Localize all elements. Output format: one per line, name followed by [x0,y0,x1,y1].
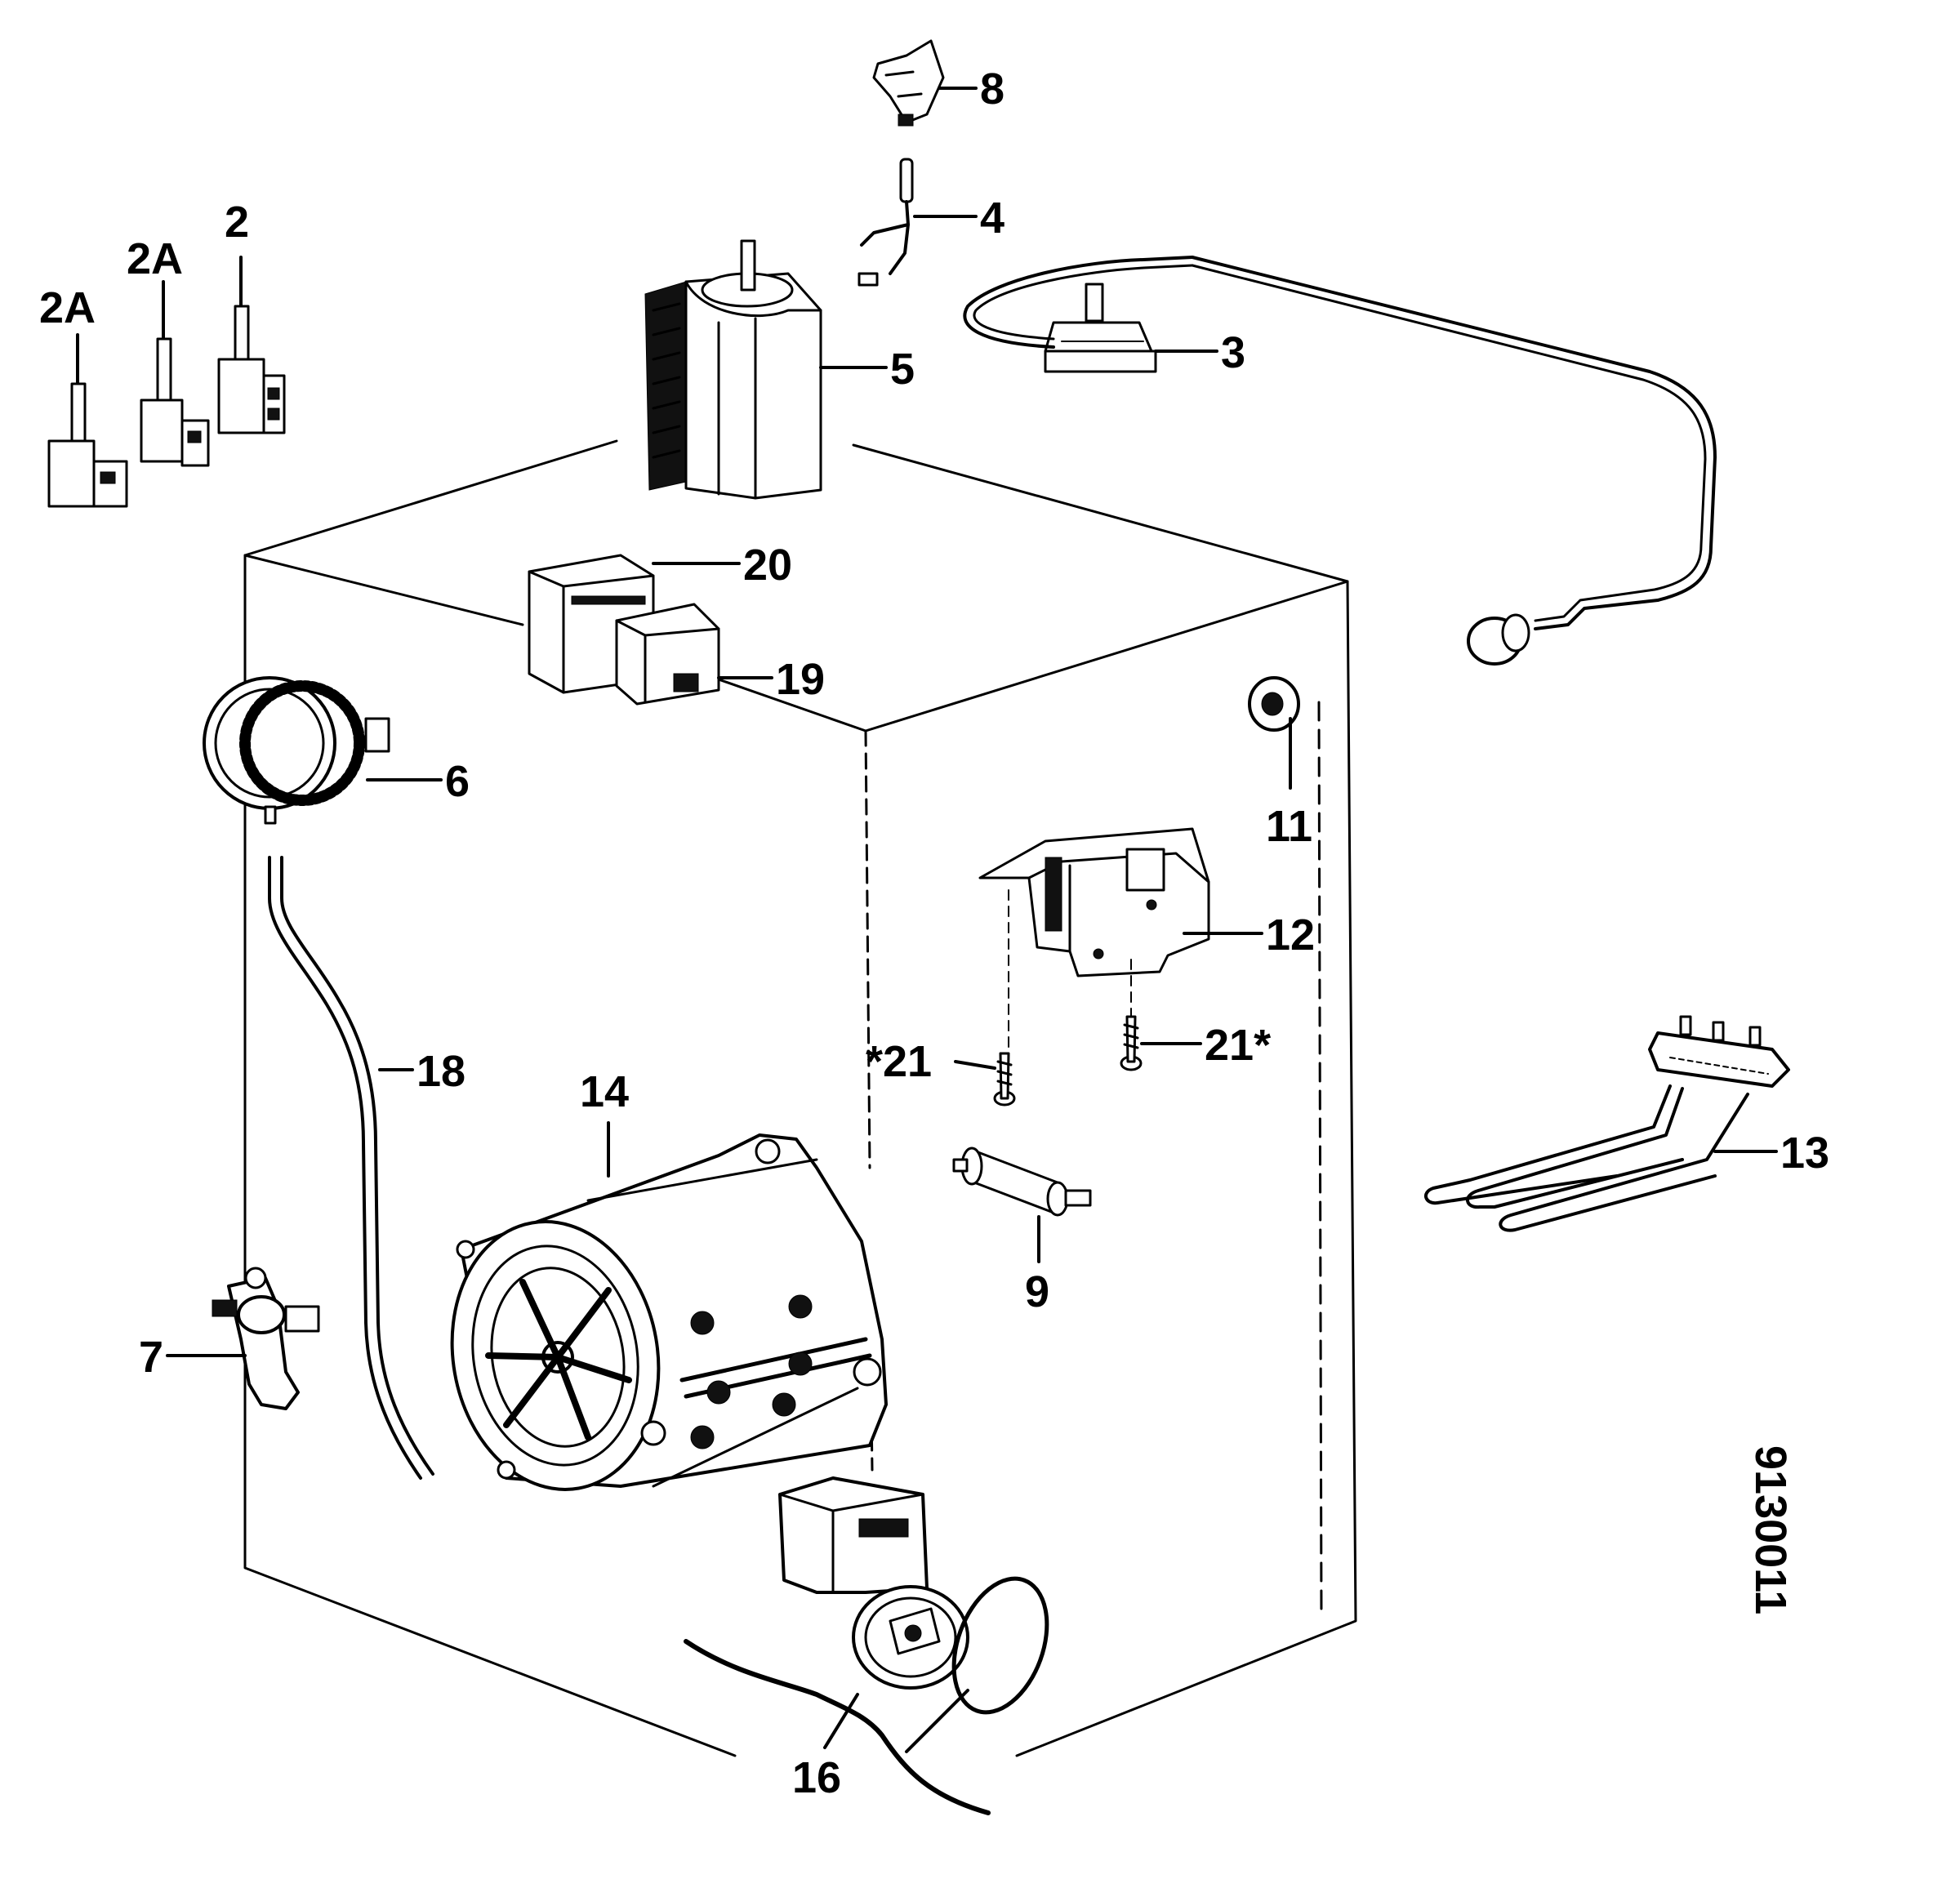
label-part-7: 7 [139,1333,163,1382]
label-part-21-left: *21 [866,1037,932,1086]
label-part-13: 13 [1780,1129,1829,1178]
part-16-drain-pump [684,1476,1049,1815]
part-5-timer-unit [644,239,888,500]
label-part-6: 6 [445,757,470,806]
label-part-3: 3 [1221,328,1245,377]
label-part-5: 5 [890,345,915,394]
part-labels: 8 4 3 5 2 2A 2A 20 19 6 11 12 *21 21* 18… [39,65,1829,1802]
part-2a-switch-upper [140,280,210,467]
part-6-program-selector [203,676,443,825]
part-21-screw-left [954,1052,1016,1107]
cabinet-outline [243,439,1357,1757]
part-14-drive-motor [450,1121,888,1491]
part-21-screw-right [1120,1015,1202,1071]
part-19-switch-block [615,603,773,706]
label-part-19: 19 [776,655,825,704]
label-part-2a-upper: 2A [127,234,183,283]
part-13-heating-element [1424,1015,1790,1232]
label-part-14: 14 [580,1067,629,1116]
part-7-pressure-switch [166,1267,320,1410]
part-2a-switch-lower [47,333,128,508]
part-2-switch [217,256,286,434]
label-part-8: 8 [980,65,1004,114]
part-9-capacitor [952,1147,1092,1263]
part-3-thermostat [963,256,1717,666]
label-part-16: 16 [792,1753,841,1802]
label-part-20: 20 [743,541,792,590]
part-18-pressure-hose [268,856,434,1480]
label-part-9: 9 [1025,1267,1049,1316]
label-part-18: 18 [416,1047,466,1096]
label-part-2a-lower: 2A [39,283,96,332]
label-part-11: 11 [1266,802,1312,851]
part-4-wire-sensor [858,158,978,287]
label-part-2: 2 [225,198,249,247]
part-11-grommet [1248,676,1300,790]
label-part-12: 12 [1266,911,1315,960]
label-part-21-right: 21* [1205,1021,1271,1070]
part-12-door-interlock [978,827,1263,1050]
label-part-4: 4 [980,194,1004,243]
part-8-switch [872,39,978,127]
diagram-reference-code: 9130011 [1746,1445,1795,1614]
